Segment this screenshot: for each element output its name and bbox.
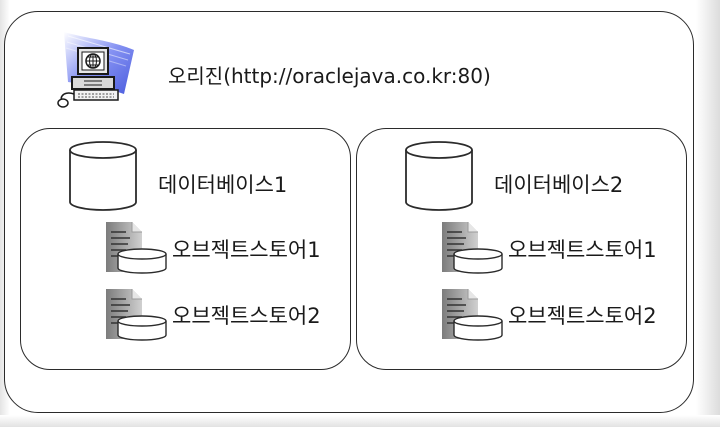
object-store-name-1-2: 오브젝트스토어2	[172, 304, 321, 328]
object-store-name-2-1: 오브젝트스토어1	[508, 238, 657, 262]
database-cylinder-icon	[405, 141, 473, 211]
document-store-icon	[106, 222, 167, 274]
object-store-name-2-2: 오브젝트스토어2	[508, 304, 657, 328]
database-name-2: 데이터베이스2	[494, 173, 624, 197]
origin-label: 오리진(http://oraclejava.co.kr:80)	[168, 64, 491, 88]
background-shade-right	[696, 0, 720, 427]
document-store-icon	[442, 289, 503, 341]
object-store-name-1-1: 오브젝트스토어1	[172, 238, 321, 262]
database-name-1: 데이터베이스1	[158, 173, 288, 197]
document-store-icon	[106, 289, 167, 341]
computer-globe-icon	[57, 32, 134, 108]
database-cylinder-icon	[69, 141, 137, 211]
database-container-2	[356, 128, 687, 370]
background-shade-bottom	[0, 415, 720, 427]
document-store-icon	[442, 222, 503, 274]
